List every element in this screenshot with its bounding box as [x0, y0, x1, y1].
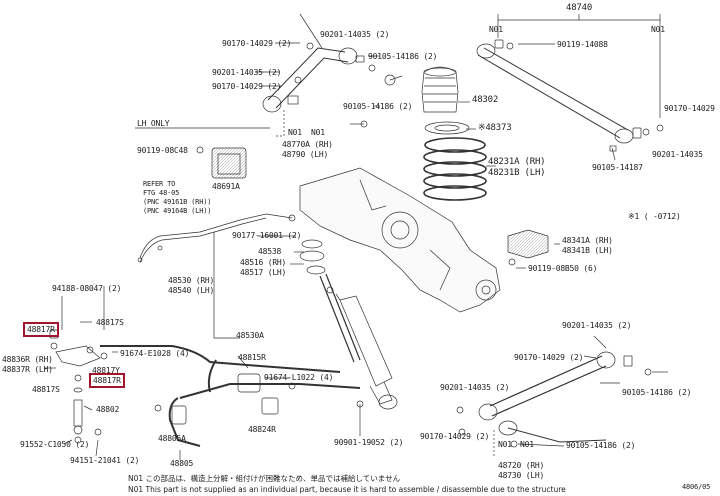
part-90201-14035[interactable]: 90201-14035 (2) — [212, 68, 282, 77]
part-48231a[interactable]: 48231A (RH) — [488, 157, 546, 167]
note-n01: N01 — [489, 25, 503, 34]
note-n01: N01 — [651, 25, 665, 34]
part-90170-14029[interactable]: 90170-14029 (2) — [222, 39, 292, 48]
part-91552-c1050[interactable]: 91552-C1050 (2) — [20, 440, 90, 449]
part-90177-16001[interactable]: 90177-16001 (2) — [232, 231, 302, 240]
part-48770a[interactable]: 48770A (RH) — [282, 140, 333, 149]
part-48302[interactable]: 48302 — [472, 95, 499, 105]
part-90201-14035[interactable]: 90201-14035 (2) — [320, 30, 390, 39]
part-48815r[interactable]: 48815R — [238, 353, 266, 362]
part-48802[interactable]: 48802 — [96, 405, 120, 414]
part-90901-19052[interactable]: 90901-19052 (2) — [334, 438, 404, 447]
part-90201-14035[interactable]: 90201-14035 — [652, 150, 703, 159]
part-90201-14035[interactable]: 90201-14035 (2) — [562, 321, 632, 330]
part-91674-e1028[interactable]: 91674-E1028 (4) — [120, 349, 190, 358]
part-48817r-highlighted[interactable]: 48817R — [89, 373, 125, 388]
part-48691a[interactable]: 48691A — [212, 182, 240, 191]
part-48836r[interactable]: 48836R (RH) — [2, 355, 53, 364]
part-94188-08047[interactable]: 94188-08047 (2) — [52, 284, 122, 293]
part-90105-14186[interactable]: 90105-14186 (2) — [368, 52, 438, 61]
footnote-japanese: N01 この部品は、構造上分解・組付けが困難なため、単品では補給していません — [128, 474, 401, 483]
note-n01: N01 — [311, 128, 325, 137]
part-90119-14088[interactable]: 90119-14088 — [557, 40, 608, 49]
refer-to-note: REFER TO FTG 48-05 (PNC 49161B (RH)) (PN… — [143, 180, 212, 215]
part-48540[interactable]: 48540 (LH) — [168, 286, 215, 295]
part-48341a[interactable]: 48341A (RH) — [562, 236, 613, 245]
part-48538[interactable]: 48538 — [258, 247, 282, 256]
lh-only-label: LH ONLY — [137, 119, 170, 128]
part-48730[interactable]: 48730 (LH) — [498, 471, 545, 480]
part-94151-21041[interactable]: 94151-21041 (2) — [70, 456, 140, 465]
part-48341b[interactable]: 48341B (LH) — [562, 246, 613, 255]
part-90119-08c48[interactable]: 90119-08C48 — [137, 146, 188, 155]
part-90105-14186[interactable]: 90105-14186 (2) — [566, 441, 636, 450]
part-90201-14035[interactable]: 90201-14035 (2) — [440, 383, 510, 392]
part-48530a[interactable]: 48530A — [236, 331, 264, 340]
diagram-id: 4806/05 — [682, 483, 711, 491]
part-90105-14186[interactable]: 90105-14186 (2) — [622, 388, 692, 397]
part-48817y[interactable]: 48817Y — [92, 366, 120, 375]
part-90119-08b50[interactable]: 90119-08B50 (6) — [528, 264, 598, 273]
part-48837r[interactable]: 48837R (LH) — [2, 365, 53, 374]
footnote-english: N01 This part is not supplied as an indi… — [128, 485, 566, 494]
part-48817r-highlighted[interactable]: 48817R — [23, 322, 59, 337]
part-90105-14187[interactable]: 90105-14187 — [592, 163, 643, 172]
part-91674-l1022[interactable]: 91674-L1022 (4) — [264, 373, 334, 382]
part-48517[interactable]: 48517 (LH) — [240, 268, 287, 277]
part-90170-14029[interactable]: 90170-14029 (2) — [420, 432, 490, 441]
note-n01: N01 — [520, 440, 534, 449]
part-48516[interactable]: 48516 (RH) — [240, 258, 287, 267]
part-90170-14029[interactable]: 90170-14029 (2) — [514, 353, 584, 362]
part-48231b[interactable]: 48231B (LH) — [488, 168, 546, 178]
part-90170-14029[interactable]: 90170-14029 — [664, 104, 715, 113]
part-48805a[interactable]: 48805A — [158, 434, 186, 443]
period-note: ※1 ( -0712) — [628, 212, 681, 221]
part-48720[interactable]: 48720 (RH) — [498, 461, 545, 470]
part-48805[interactable]: 48805 — [170, 459, 194, 468]
part-90170-14029[interactable]: 90170-14029 (2) — [212, 82, 282, 91]
note-n01: N01 — [498, 440, 512, 449]
part-48817s[interactable]: 48817S — [96, 318, 124, 327]
part-48740[interactable]: 48740 — [566, 3, 593, 13]
note-n01: N01 — [288, 128, 302, 137]
part-48817s[interactable]: 48817S — [32, 385, 60, 394]
part-90105-14186[interactable]: 90105-14186 (2) — [343, 102, 413, 111]
part-48530[interactable]: 48530 (RH) — [168, 276, 215, 285]
part-48790[interactable]: 48790 (LH) — [282, 150, 329, 159]
part-48373[interactable]: ※48373 — [478, 123, 512, 133]
part-48824r[interactable]: 48824R — [248, 425, 276, 434]
